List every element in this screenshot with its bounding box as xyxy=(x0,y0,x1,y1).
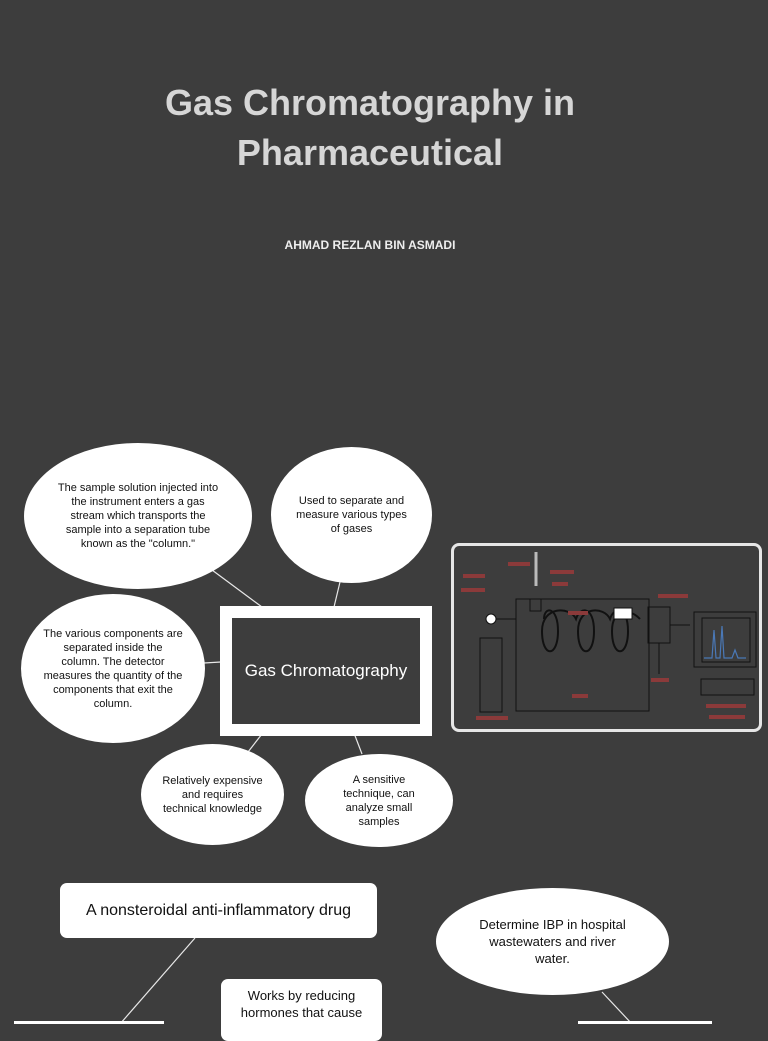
injector-port xyxy=(529,598,542,612)
connector-gases xyxy=(333,581,341,608)
bubble-expensive-text: Relatively expensive and requires techni… xyxy=(162,774,263,815)
pressure-regulator xyxy=(485,613,497,625)
gc-schematic xyxy=(461,552,757,720)
bubble-sample-text: The sample solution injected into the in… xyxy=(57,482,219,550)
connector-components xyxy=(203,661,222,664)
chromatogram-peaks xyxy=(704,625,746,659)
column-coil xyxy=(540,609,641,652)
page-title: Gas Chromatography in Pharmaceutical xyxy=(0,78,740,178)
detector-block xyxy=(613,607,633,620)
bottom-right-partial-box xyxy=(578,1021,712,1024)
bottom-left-partial-box xyxy=(14,1021,164,1024)
center-node-label: Gas Chromatography xyxy=(232,618,420,724)
connector-sample xyxy=(211,569,263,608)
bubble-ibp: Determine IBP in hospital wastewaters an… xyxy=(436,888,669,995)
bubble-separate-gases: Used to separate and measure various typ… xyxy=(271,447,432,583)
author-name: AHMAD REZLAN BIN ASMADI xyxy=(284,238,456,252)
bubble-components: The various components are separated ins… xyxy=(21,594,205,743)
bubble-expensive: Relatively expensive and requires techni… xyxy=(141,744,284,845)
detector xyxy=(647,606,671,644)
nsaid-text: A nonsteroidal anti-inflammatory drug xyxy=(85,901,352,919)
recorder-keyboard xyxy=(700,678,755,696)
bubble-components-text: The various components are separated ins… xyxy=(43,627,183,710)
gc-instrument-diagram xyxy=(451,543,762,732)
bubble-sensitive: A sensitive technique, can analyze small… xyxy=(305,754,453,847)
recorder-screen xyxy=(701,617,751,663)
connector-ibp xyxy=(601,991,633,1024)
bubble-ibp-text: Determine IBP in hospital wastewaters an… xyxy=(479,917,626,966)
nsaid-box: A nonsteroidal anti-inflammatory drug xyxy=(60,883,377,938)
oven xyxy=(515,598,650,712)
recorder-monitor xyxy=(693,611,757,668)
bubble-sensitive-text: A sensitive technique, can analyze small… xyxy=(343,773,415,828)
bubble-sample-injection: The sample solution injected into the in… xyxy=(24,443,252,589)
bubble-gases-text: Used to separate and measure various typ… xyxy=(296,495,407,535)
hormones-box: Works by reducing hormones that cause xyxy=(221,979,382,1041)
connector-nsaid xyxy=(119,937,196,1024)
center-node: Gas Chromatography xyxy=(220,606,432,736)
title-line-1: Gas Chromatography in xyxy=(164,82,576,123)
hormones-text: Works by reducing hormones that cause xyxy=(240,988,363,1020)
gas-cylinder xyxy=(479,637,503,713)
title-line-2: Pharmaceutical xyxy=(236,132,504,173)
